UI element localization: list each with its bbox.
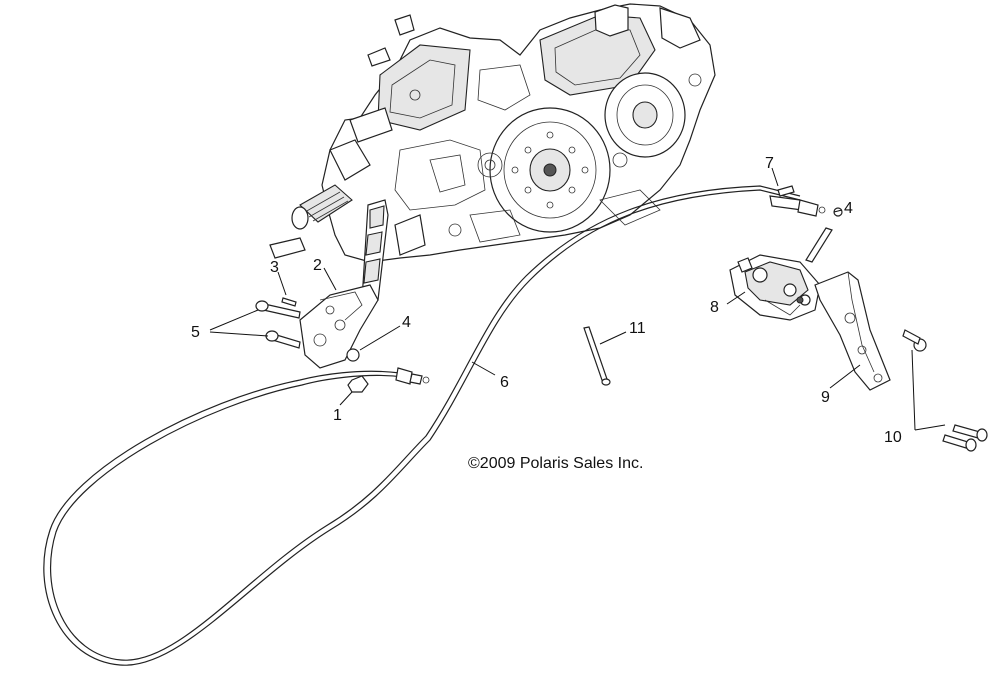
callout-1: 1 <box>333 407 342 424</box>
callout-8: 8 <box>710 299 719 316</box>
copyright-text: ©2009 Polaris Sales Inc. <box>468 455 643 472</box>
shift-bellcrank-assembly <box>729 185 988 452</box>
bracket-9 <box>814 271 891 391</box>
callout-4-right: 4 <box>844 200 853 217</box>
callout-5: 5 <box>191 324 200 341</box>
clip-4-left <box>346 348 360 362</box>
pin-7 <box>777 185 795 197</box>
callout-10: 10 <box>884 429 902 446</box>
nut-1 <box>347 375 369 393</box>
bolt-5a <box>255 300 301 319</box>
callout-7: 7 <box>765 155 774 172</box>
callout-3: 3 <box>270 259 279 276</box>
shift-lever-assembly <box>255 199 389 393</box>
engine-transmission-assembly <box>269 3 716 263</box>
lever-mount-plate <box>299 284 379 369</box>
bolt-10b <box>942 434 977 452</box>
shift-cable <box>43 185 826 666</box>
bolt-5b <box>265 330 301 349</box>
callout-4-left: 4 <box>402 314 411 331</box>
bolt-3 <box>281 297 297 307</box>
callout-6: 6 <box>500 374 509 391</box>
callout-9: 9 <box>821 389 830 406</box>
callout-labels: 1 2 3 4 4 5 6 7 8 9 10 11 <box>191 155 902 446</box>
bolt-10a <box>952 424 988 442</box>
callout-2: 2 <box>313 257 322 274</box>
callout-11: 11 <box>629 320 646 337</box>
pin-11 <box>583 326 611 386</box>
leader-lines <box>209 167 946 431</box>
